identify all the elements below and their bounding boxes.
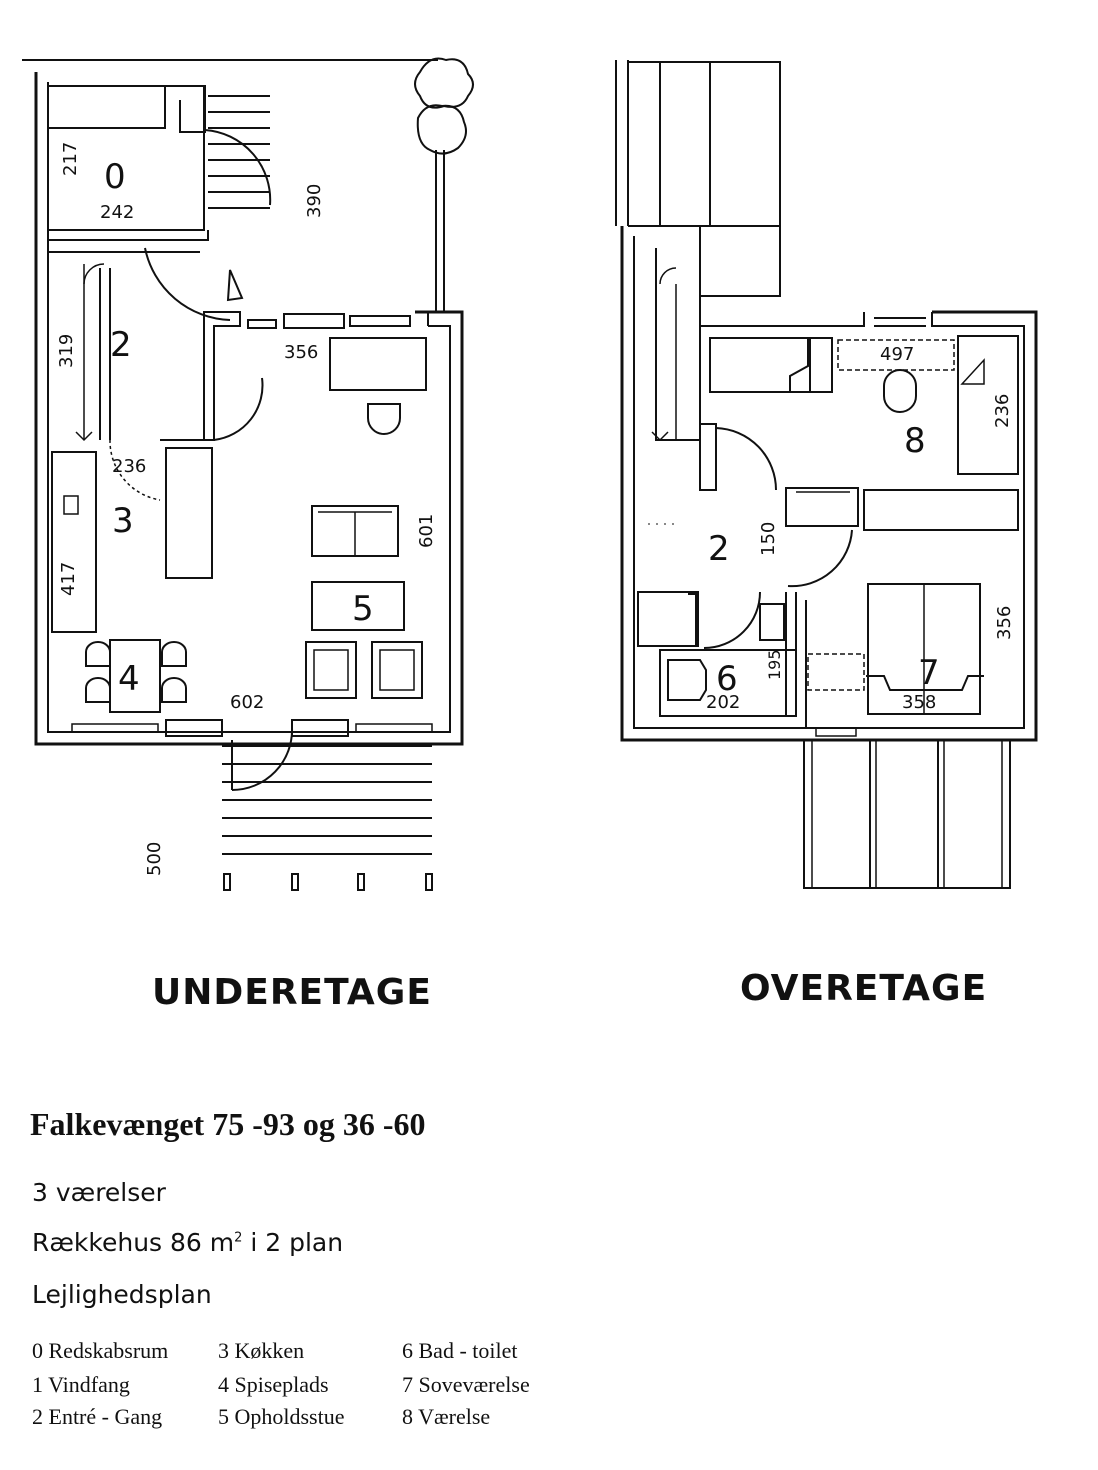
legend-item: 4 Spiseplads	[218, 1372, 329, 1397]
room-label: 4	[118, 659, 140, 699]
legend-item: 2 Entré - Gang	[32, 1404, 163, 1429]
dimension-label: 356	[284, 342, 318, 363]
legend-item: 0 Redskabsrum	[32, 1338, 169, 1363]
room-label: 3	[112, 501, 134, 541]
dimension-label: 217	[60, 142, 81, 176]
dimension-label: 601	[416, 514, 437, 548]
dimension-label: 150	[758, 522, 779, 556]
tree-icon	[414, 57, 474, 312]
plan-label: Lejlighedsplan	[32, 1280, 212, 1309]
room-label: 2	[110, 325, 132, 365]
legend-item: 5 Opholdsstue	[218, 1404, 345, 1429]
dimension-label: 356	[994, 606, 1015, 640]
lower-floor-title: UNDERETAGE	[152, 972, 432, 1013]
legend-item: 8 Værelse	[402, 1404, 491, 1429]
dimension-label: 242	[100, 202, 134, 223]
dimension-label: 390	[304, 184, 325, 218]
house-type-rest: i 2 plan	[242, 1228, 344, 1257]
terrace	[222, 740, 433, 891]
document-title: Falkevænget 75 -93 og 36 -60	[30, 1106, 426, 1142]
dimension-label: 497	[880, 344, 914, 365]
upper-floor-title: OVERETAGE	[740, 968, 988, 1009]
room-label: 5	[352, 589, 374, 629]
dimension-label: 236	[992, 394, 1013, 428]
room-label: 7	[918, 653, 940, 693]
room-label: 2	[708, 529, 730, 569]
house-type-text: Rækkehus 86 m	[32, 1228, 235, 1257]
room-label: 0	[104, 157, 126, 197]
dimension-label: 500	[144, 842, 165, 876]
room-label: 6	[716, 659, 738, 699]
floor-plan-drawing: 0 2 3 4 5 217 242 390 319 356 236 601 41…	[22, 57, 1038, 891]
room-label: 8	[904, 421, 926, 461]
dimension-label: 319	[56, 334, 77, 368]
dimension-label: 236	[112, 456, 146, 477]
legend-item: 3 Køkken	[218, 1338, 305, 1363]
dimension-label: 602	[230, 692, 264, 713]
upper-floor-plan	[615, 60, 1038, 889]
house-type-superscript: 2	[234, 1230, 243, 1246]
dimension-label: 358	[902, 692, 936, 713]
house-type: Rækkehus 86 m2 i 2 plan	[32, 1228, 343, 1257]
dimension-label: 202	[706, 692, 740, 713]
legend-item: 7 Soveværelse	[402, 1372, 530, 1397]
legend-item: 6 Bad - toilet	[402, 1338, 518, 1363]
dimension-label: 417	[58, 562, 79, 596]
plan-labels: 0 2 3 4 5 217 242 390 319 356 236 601 41…	[56, 142, 1015, 876]
rooms-count: 3 værelser	[32, 1178, 166, 1207]
dimension-label: 195	[765, 649, 784, 680]
lower-floor-plan	[22, 57, 474, 891]
front-stairs	[208, 95, 270, 209]
legend-item: 1 Vindfang	[32, 1372, 130, 1397]
